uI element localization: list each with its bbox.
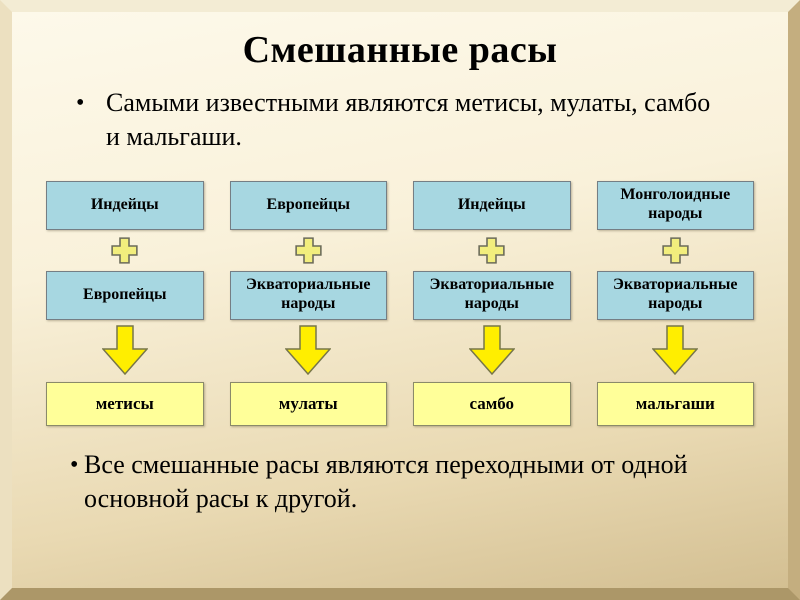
parent-race-box: Европейцы [229,180,387,230]
parent-race-box: Индейцы [46,180,204,230]
down-arrow-icon [284,324,332,375]
down-arrow-icon [101,324,149,375]
result-race-box: самбо [413,381,571,426]
page-title: Смешанные расы [242,29,558,71]
parent-race-label: Индейцы [90,195,159,213]
slide: Смешанные расы • Самыми известными являю… [12,12,788,588]
parent-race-label: Экваториальные народы [429,276,554,313]
intro-bullet: • Самыми известными являются метисы, мул… [76,86,728,155]
parent-race-label: Экваториальные народы [613,276,738,313]
parent-race-box: Индейцы [413,180,571,230]
parent-race-box: Экваториальные народы [229,270,387,320]
parent-race-box: Монголоидные народы [596,180,754,230]
result-race-box: мальгаши [596,381,754,426]
parent-race-label: Монголоидные народы [620,186,731,223]
footer-bullet: • Все смешанные расы являются переходным… [70,448,728,517]
result-race-box: мулаты [229,381,387,426]
result-race-label: мулаты [278,393,338,413]
race-column-malgashi: Монголоидные народы Экваториальные народ… [596,180,754,426]
plus-icon [478,236,505,264]
bullet-icon: • [70,451,79,478]
plus-icon [111,236,138,264]
result-race-label: самбо [469,393,515,413]
result-race-label: мальгаши [635,393,715,413]
race-column-sambo: Индейцы Экваториальные народы самбо [413,180,571,426]
bullet-icon: • [76,90,85,116]
parent-race-box: Европейцы [46,270,204,320]
race-diagram: Индейцы Европейцы метисы Европейцы [46,180,754,426]
down-arrow-icon [468,324,516,375]
result-race-box: метисы [46,381,204,426]
intro-text: Самыми известными являются метисы, мулат… [106,88,711,152]
result-race-label: метисы [95,393,154,413]
plus-icon [662,236,689,264]
race-column-mulaty: Европейцы Экваториальные народы мулаты [229,180,387,426]
parent-race-label: Европейцы [266,195,350,213]
parent-race-label: Европейцы [83,285,167,303]
down-arrow-icon [651,324,699,375]
parent-race-label: Индейцы [457,195,526,213]
parent-race-label: Экваториальные народы [246,276,371,313]
footer-text: Все смешанные расы являются переходными … [84,449,688,513]
parent-race-box: Экваториальные народы [413,270,571,320]
parent-race-box: Экваториальные народы [596,270,754,320]
race-column-metisy: Индейцы Европейцы метисы [46,180,204,426]
plus-icon [295,236,322,264]
